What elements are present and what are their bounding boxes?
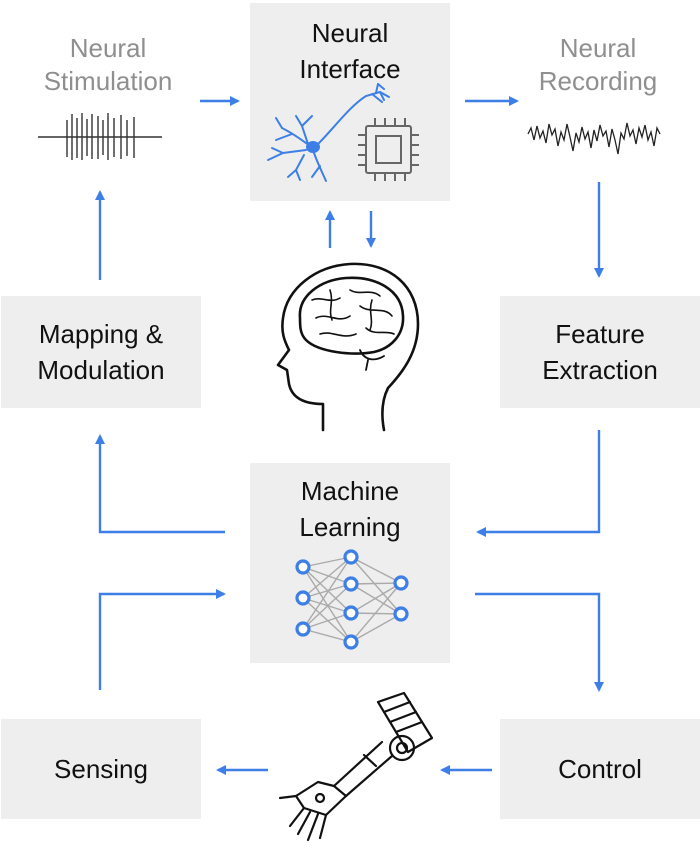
arrow-feature-to-ml xyxy=(476,430,601,537)
neural-network-icon xyxy=(295,549,409,650)
neural-recording-label: Neural Recording xyxy=(538,33,658,96)
neural-interface-box: Neural Interface xyxy=(250,3,450,201)
brain-head-icon xyxy=(276,262,420,432)
arrow-sensing-to-ml xyxy=(98,589,226,690)
neural-interface-label-line2: Interface xyxy=(299,54,401,84)
control-box: Control xyxy=(500,719,700,819)
signal-trace-icon xyxy=(527,122,661,155)
machine-learning-box: Machine Learning xyxy=(250,463,450,663)
spike-train-icon xyxy=(38,113,162,160)
chip-icon xyxy=(358,118,419,181)
neural-stimulation-label: Neural Stimulation xyxy=(43,33,173,96)
arrow-ml-to-control xyxy=(475,592,604,692)
feature-extraction-box: Feature Extraction xyxy=(500,296,700,408)
robotic-arm-icon xyxy=(278,691,434,842)
sensing-box: Sensing xyxy=(1,719,201,819)
mapping-modulation-box: Mapping & Modulation xyxy=(1,296,201,408)
arrow-ml-to-mapping xyxy=(95,434,225,534)
neural-interface-label-line1: Neural xyxy=(311,18,389,48)
neuron-icon xyxy=(267,83,390,182)
